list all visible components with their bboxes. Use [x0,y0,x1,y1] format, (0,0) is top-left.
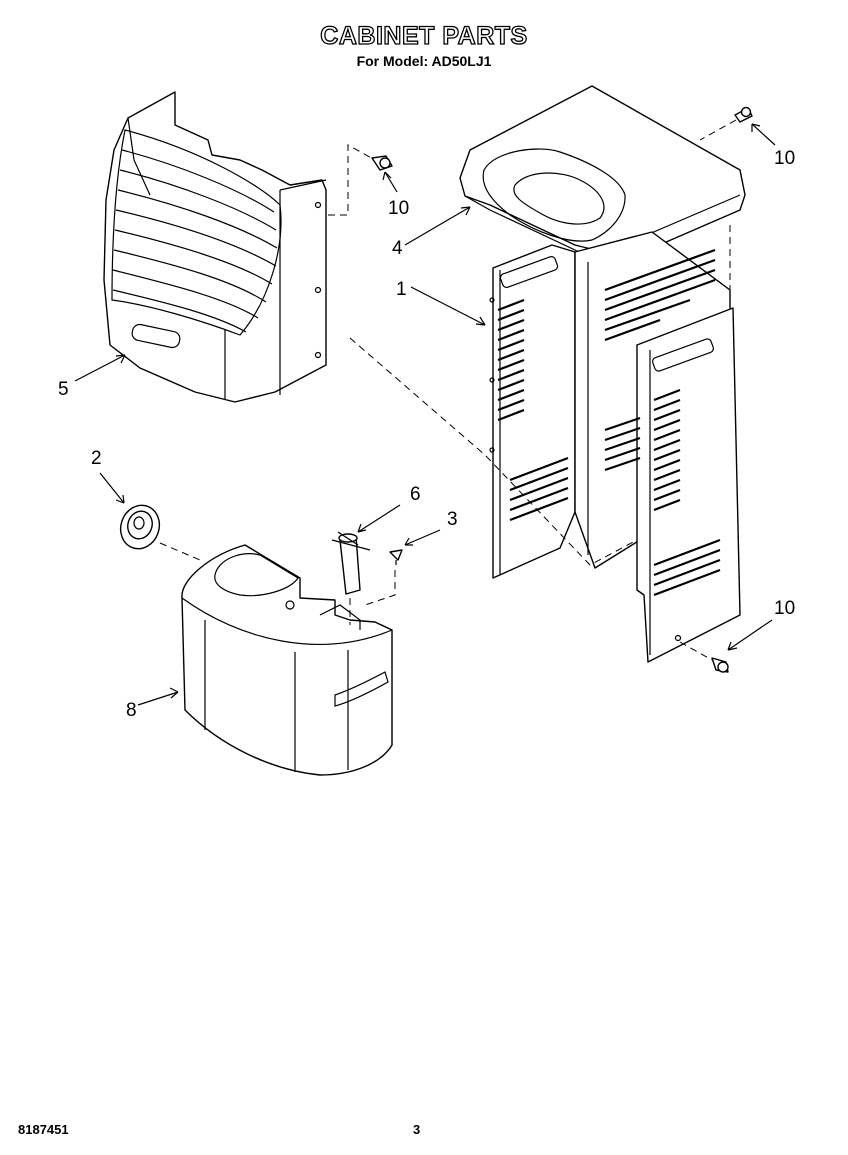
water-bucket [181,544,393,776]
screw-part-10-lower-right [711,657,729,673]
callout-2: 2 [91,448,102,469]
top-cover [459,85,746,263]
small-screw-part-3 [389,549,403,565]
model-subtitle: For Model: AD50LJ1 [356,53,492,69]
screw-part-10-upper-right [734,106,753,123]
callout-5: 5 [58,379,69,400]
grille-louvers [112,149,278,333]
cabinet-vents-left [497,298,569,522]
callout-6: 6 [410,484,421,505]
page-number: 3 [413,1122,421,1137]
cabinet-wrapper [489,231,741,663]
page-title: CABINET PARTS [320,21,528,50]
callout-10-upper-right: 10 [774,148,795,169]
front-grille-panel [103,91,327,403]
callout-10-lower-right: 10 [774,598,795,619]
callout-1: 1 [396,279,407,300]
float [331,531,371,595]
knob [119,504,161,550]
callout-4: 4 [392,238,403,259]
callout-8: 8 [126,700,137,721]
callout-10-upper-left: 10 [388,198,409,219]
cabinet-vents-right [653,388,721,597]
cabinet-vents-back [604,248,716,472]
screw-part-10-upper-left [371,155,393,171]
callout-3: 3 [447,509,458,530]
document-part-number: 8187451 [18,1122,69,1137]
